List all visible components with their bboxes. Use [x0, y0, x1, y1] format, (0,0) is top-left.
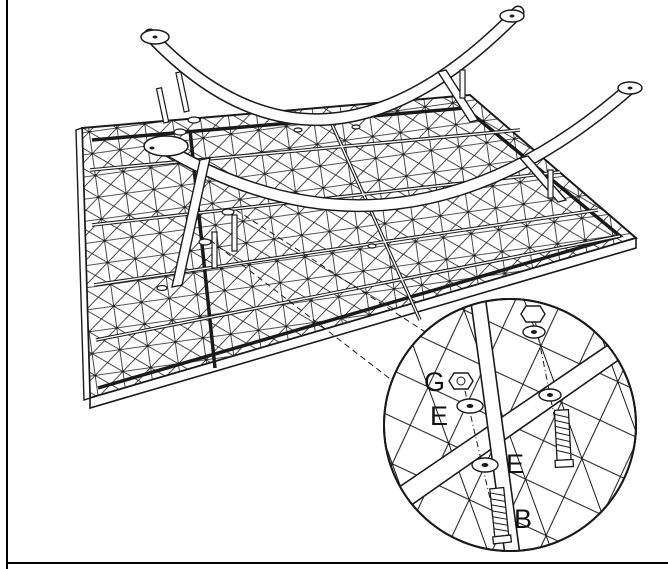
nut-g-icon — [448, 372, 474, 390]
callout-detail: G E E B — [383, 298, 637, 552]
frame-border-left — [6, 0, 8, 569]
label-bolt-b: B — [514, 504, 532, 534]
label-washer-e-bottom: E — [506, 449, 524, 479]
leg-struts — [171, 69, 568, 288]
callout-leaders — [209, 209, 431, 386]
leg-arc-front — [143, 81, 643, 213]
bolts-exploded — [155, 69, 554, 292]
leg-arc-back — [140, 5, 525, 127]
washer-e-bottom-icon — [471, 457, 499, 473]
label-washer-e-top: E — [430, 401, 448, 431]
frame-border-bottom — [6, 562, 668, 564]
bolt-b-icon — [489, 486, 513, 545]
washer-e-top-icon — [456, 398, 484, 414]
label-nut-g: G — [424, 367, 445, 397]
